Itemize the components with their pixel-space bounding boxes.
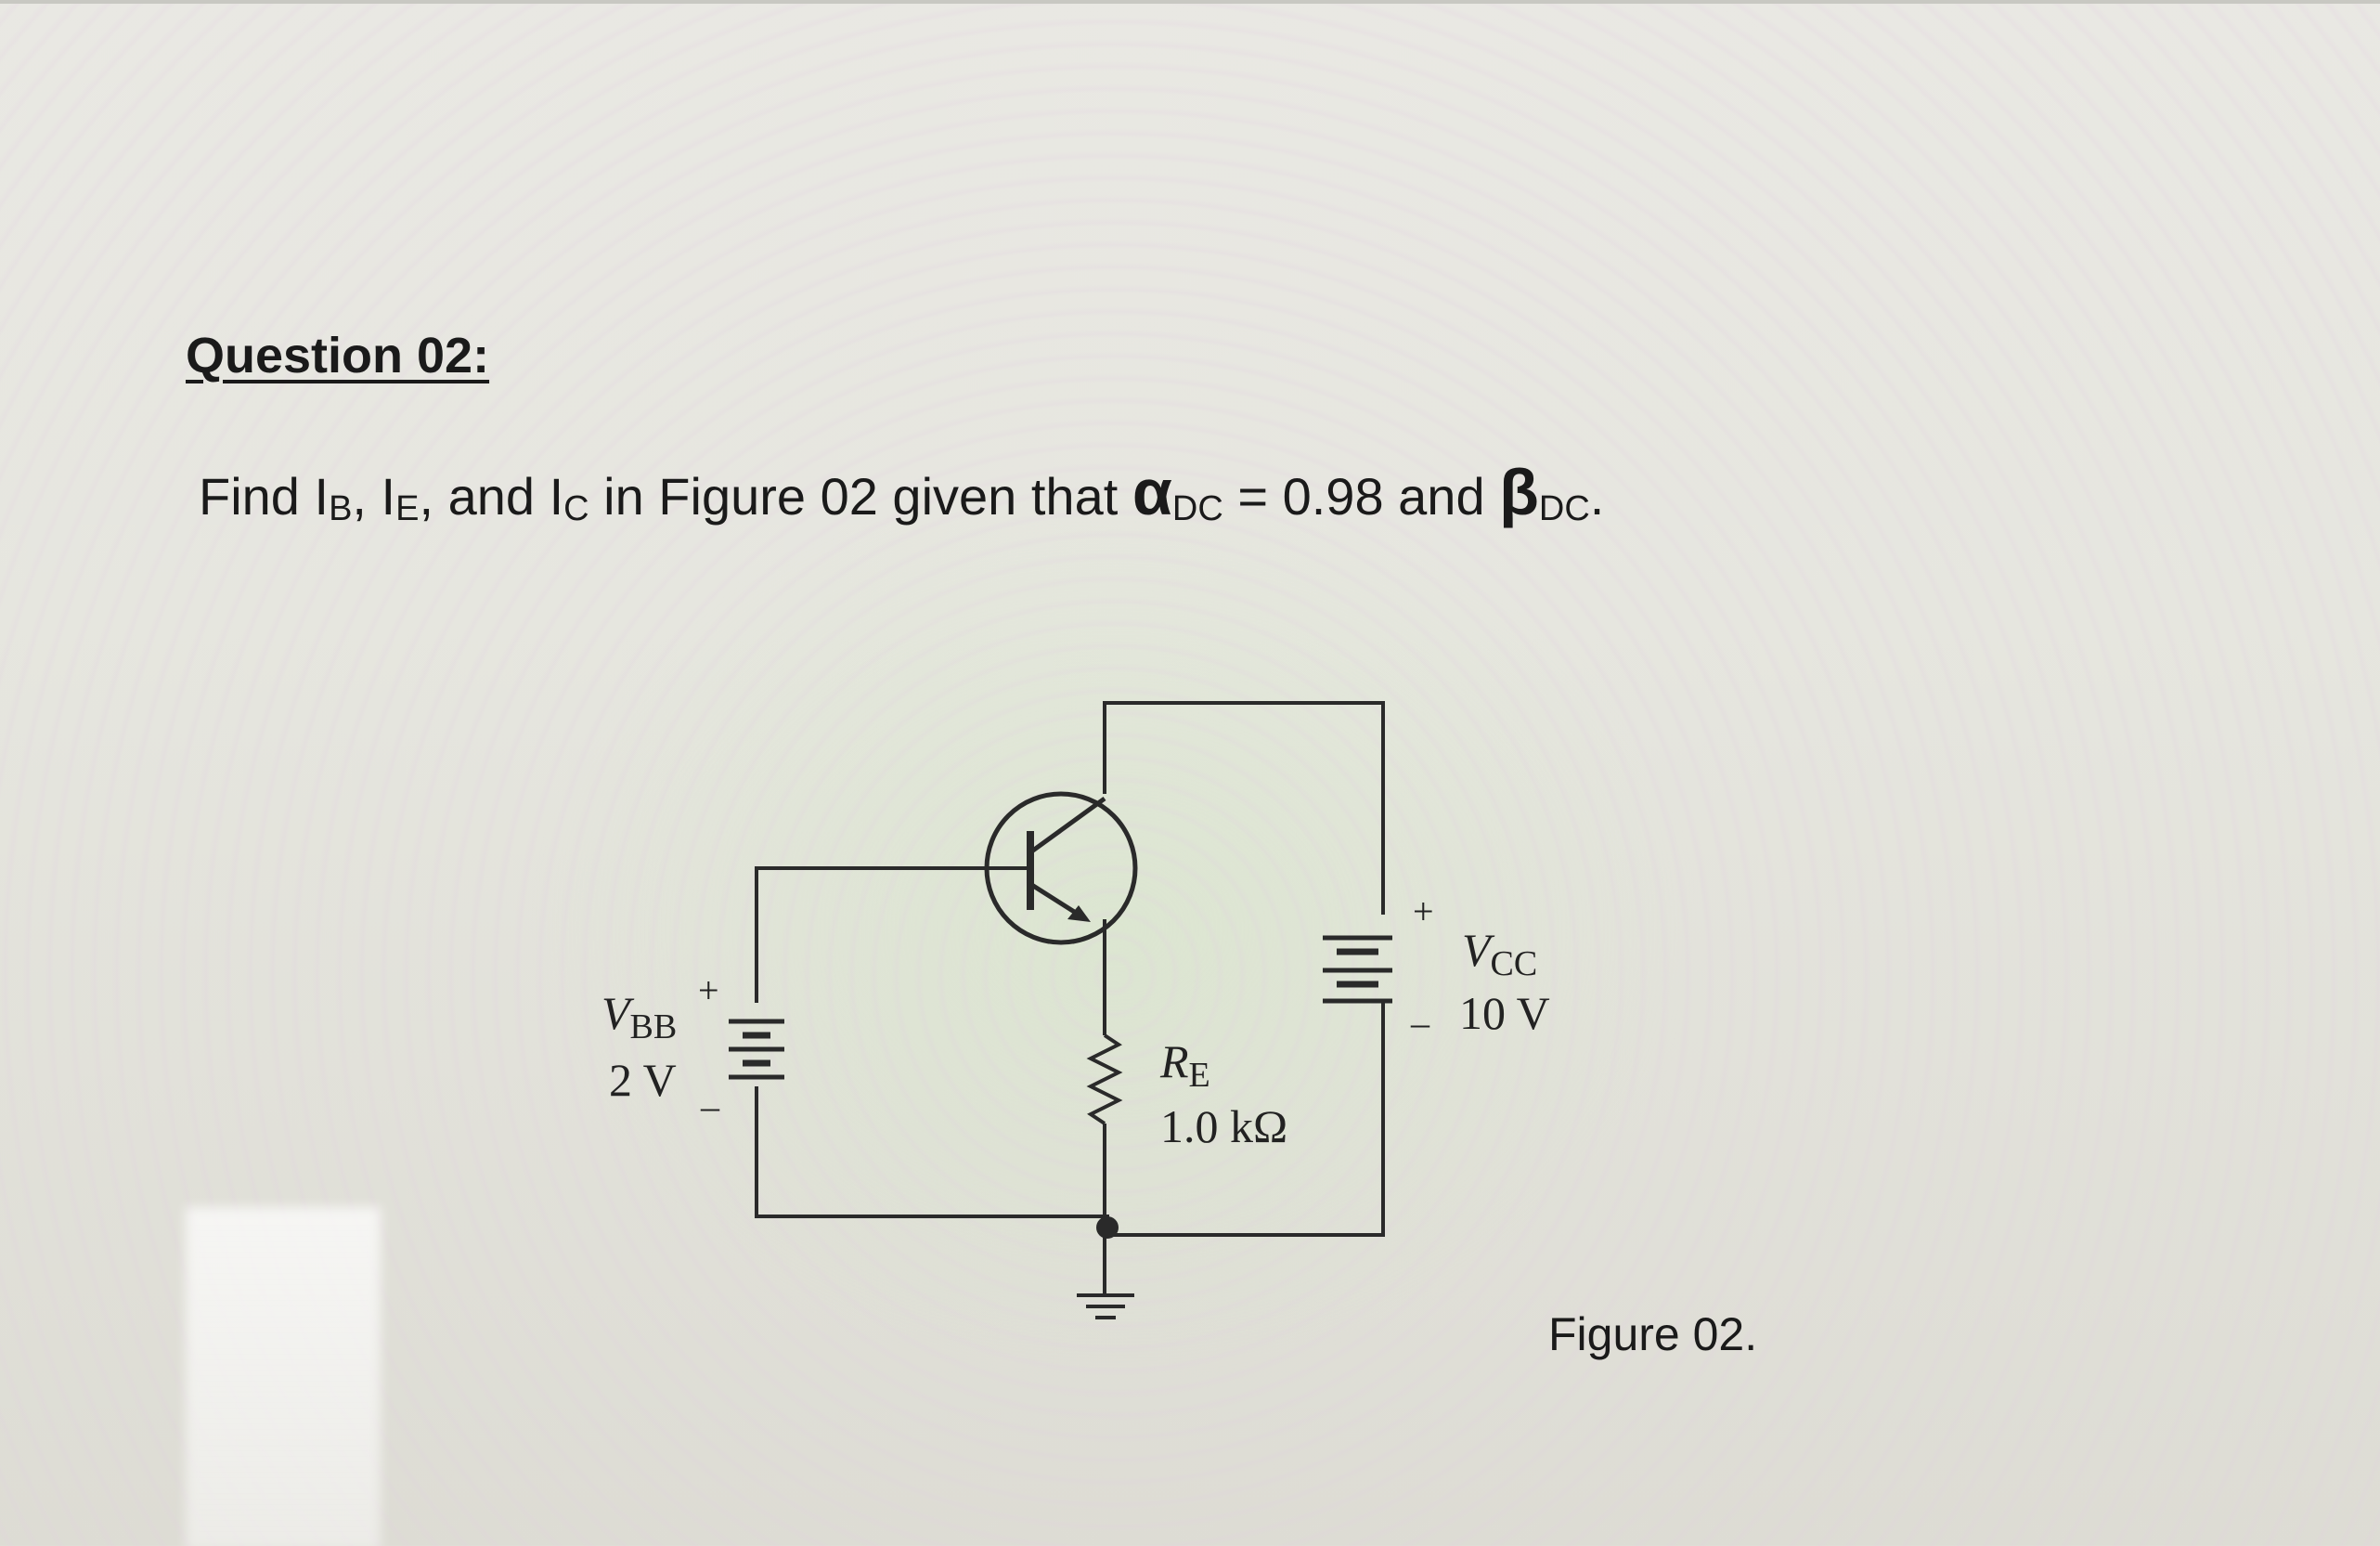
monitor-top-edge <box>0 0 2380 4</box>
vcc-label: VCC <box>1462 924 1537 983</box>
subscript-b: B <box>329 489 353 528</box>
ground-node-dot <box>1096 1216 1119 1239</box>
subscript-c: C <box>563 489 589 528</box>
vbb-label: VBB <box>601 987 677 1046</box>
re-label-sub: E <box>1189 1056 1210 1095</box>
subscript-e: E <box>395 489 420 528</box>
vbb-plus-sign: + <box>698 969 719 1011</box>
vcc-label-v: V <box>1462 924 1495 976</box>
transistor-symbol <box>984 791 1138 945</box>
vbb-value: 2 V <box>609 1054 677 1106</box>
beta-symbol: β <box>1499 456 1539 528</box>
vcc-minus-sign: – <box>1410 1002 1430 1044</box>
beta-subscript: DC <box>1538 489 1590 528</box>
vbb-label-v: V <box>601 987 635 1039</box>
alpha-value: = 0.98 and <box>1222 467 1500 526</box>
figure-caption: Figure 02. <box>1548 1308 1758 1360</box>
vbb-label-sub: BB <box>630 1007 678 1046</box>
vbb-battery-symbol <box>729 1019 784 1080</box>
circuit-wires <box>755 701 1385 1295</box>
question-text-part: . <box>1589 467 1605 526</box>
question-text-part: , I <box>352 467 396 526</box>
question-text-part: in Figure 02 given that <box>589 467 1132 526</box>
vbb-minus-sign: – <box>700 1085 720 1127</box>
re-value: 1.0 kΩ <box>1160 1100 1287 1152</box>
ground-symbol <box>1077 1293 1134 1319</box>
screen-glare <box>186 1207 381 1546</box>
vcc-plus-sign: + <box>1413 890 1434 932</box>
re-label-r: R <box>1159 1035 1189 1087</box>
question-text: Find IB, IE, and IC in Figure 02 given t… <box>199 455 1604 529</box>
resistor-re-symbol <box>1086 1033 1123 1125</box>
re-label: RE <box>1159 1035 1210 1095</box>
alpha-subscript: DC <box>1171 489 1223 528</box>
question-text-part: , and I <box>419 467 564 526</box>
question-text-part: Find I <box>199 467 330 526</box>
vcc-value: 10 V <box>1459 987 1550 1039</box>
vcc-label-sub: CC <box>1491 944 1538 983</box>
vcc-battery-symbol <box>1323 935 1392 1004</box>
question-heading: Question 02: <box>186 328 490 383</box>
alpha-symbol: α <box>1132 456 1172 528</box>
